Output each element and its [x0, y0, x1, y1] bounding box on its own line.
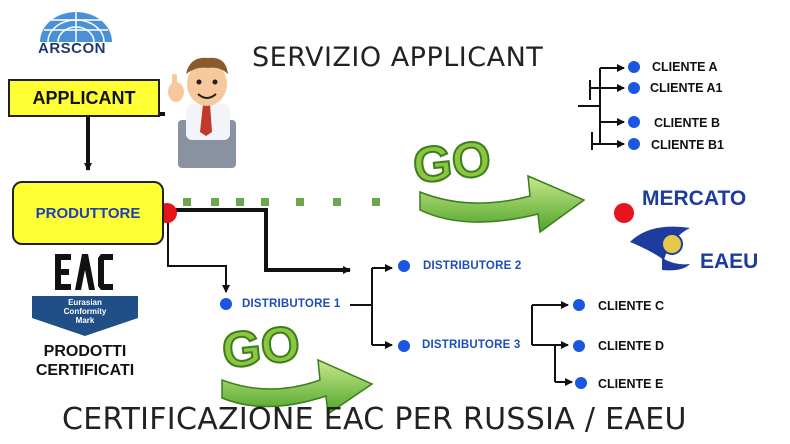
go-arrow-lower: [221, 358, 374, 416]
distributore-tree-lines: [350, 264, 393, 349]
prodotti-line: PRODOTTI: [43, 343, 127, 360]
top-title: SERVIZIO APPLICANT: [252, 42, 544, 73]
dotted-green-line: [183, 198, 380, 206]
prodotti-certificati-label: PRODOTTI CERTIFICATI: [18, 342, 152, 380]
mercato-red-dot: [614, 203, 634, 223]
go-lower-label: GO: [218, 314, 303, 380]
applicant-label: APPLICANT: [32, 87, 136, 108]
blue-dots: [220, 61, 640, 389]
eaeu-label: EAEU: [700, 250, 759, 273]
eaeu-emblem-icon: [630, 226, 690, 271]
client-d-label: CLIENTE D: [598, 339, 664, 353]
client-a-label: CLIENTE A: [652, 60, 718, 74]
distributore-1-label: DISTRIBUTORE 1: [242, 298, 341, 310]
produttore-box: PRODUTTORE: [12, 181, 164, 245]
produttore-to-distributore1-line: [167, 216, 230, 293]
go-upper-label: GO: [409, 129, 494, 195]
certificati-line: CERTIFICATI: [35, 362, 135, 379]
client-a1-label: CLIENTE A1: [650, 81, 723, 95]
businessman-figure-icon: [168, 57, 236, 168]
eac-mark-line2: Conformity: [63, 307, 107, 316]
distributore-3-label: DISTRIBUTORE 3: [422, 339, 521, 351]
eac-mark-text: Eurasian Conformity Mark: [32, 298, 138, 325]
eac-conformity-mark-icon: [32, 254, 138, 336]
go-arrow-upper: [419, 174, 586, 234]
arscon-logo-text: ARSCON: [38, 40, 107, 57]
produttore-label: PRODUTTORE: [35, 204, 141, 222]
client-b1-label: CLIENTE B1: [651, 138, 724, 152]
eac-mark-line1: Eurasian: [68, 298, 102, 307]
client-c-label: CLIENTE C: [598, 299, 664, 313]
clients-top-tree-lines: [578, 64, 625, 150]
produttore-to-distributore-arrow: [170, 208, 351, 274]
bottom-title: CERTIFICAZIONE EAC PER RUSSIA / EAEU: [62, 402, 687, 437]
eac-mark-line3: Mark: [75, 316, 95, 325]
clients-bottom-tree-lines: [531, 301, 573, 386]
arscon-globe-icon: [40, 12, 112, 43]
distributore-2-label: DISTRIBUTORE 2: [423, 260, 522, 272]
mercato-label: MERCATO: [642, 187, 747, 210]
applicant-box: APPLICANT: [8, 79, 160, 117]
client-b-label: CLIENTE B: [654, 116, 720, 130]
applicant-to-produttore-arrow: [84, 112, 165, 171]
client-e-label: CLIENTE E: [598, 377, 664, 391]
